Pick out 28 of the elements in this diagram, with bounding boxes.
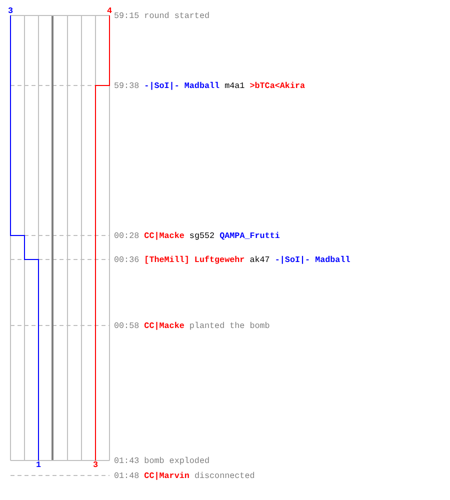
timestamp: 01:48: [114, 470, 140, 480]
player-count: 1: [36, 460, 42, 469]
weapon-name: m4a1: [224, 80, 245, 90]
player-count: 3: [92, 460, 98, 469]
player-name: CC|Marvin: [144, 470, 190, 480]
timestamp: 00:28: [114, 230, 140, 240]
timestamp: 59:15: [114, 10, 140, 20]
step-line: [95, 14, 110, 461]
weapon-name: sg552: [189, 230, 215, 240]
timestamp: 00:36: [114, 254, 140, 264]
event-text: disconnected: [194, 470, 255, 480]
weapon-name: ak47: [250, 254, 270, 264]
timestamp: 59:38: [114, 80, 140, 90]
player-name: -|SoI|- Madball: [144, 80, 220, 90]
player-name: >bTCa<Akira: [250, 80, 306, 90]
step-line: [10, 14, 39, 461]
player-name: [TheMill] Luftgewehr: [144, 254, 245, 264]
player-name: CC|Macke: [144, 320, 184, 330]
timestamp: 00:58: [114, 320, 140, 330]
timestamp: 01:43: [114, 456, 140, 466]
event-text: planted the bomb: [189, 320, 270, 330]
player-name: -|SoI|- Madball: [274, 254, 350, 264]
event-text: round started: [144, 10, 210, 20]
player-count: 4: [106, 7, 112, 16]
event-text: bomb exploded: [144, 456, 210, 466]
player-count: 3: [8, 7, 14, 16]
player-name: QAMPA_Frutti: [220, 230, 280, 240]
player-name: CC|Macke: [144, 230, 184, 240]
